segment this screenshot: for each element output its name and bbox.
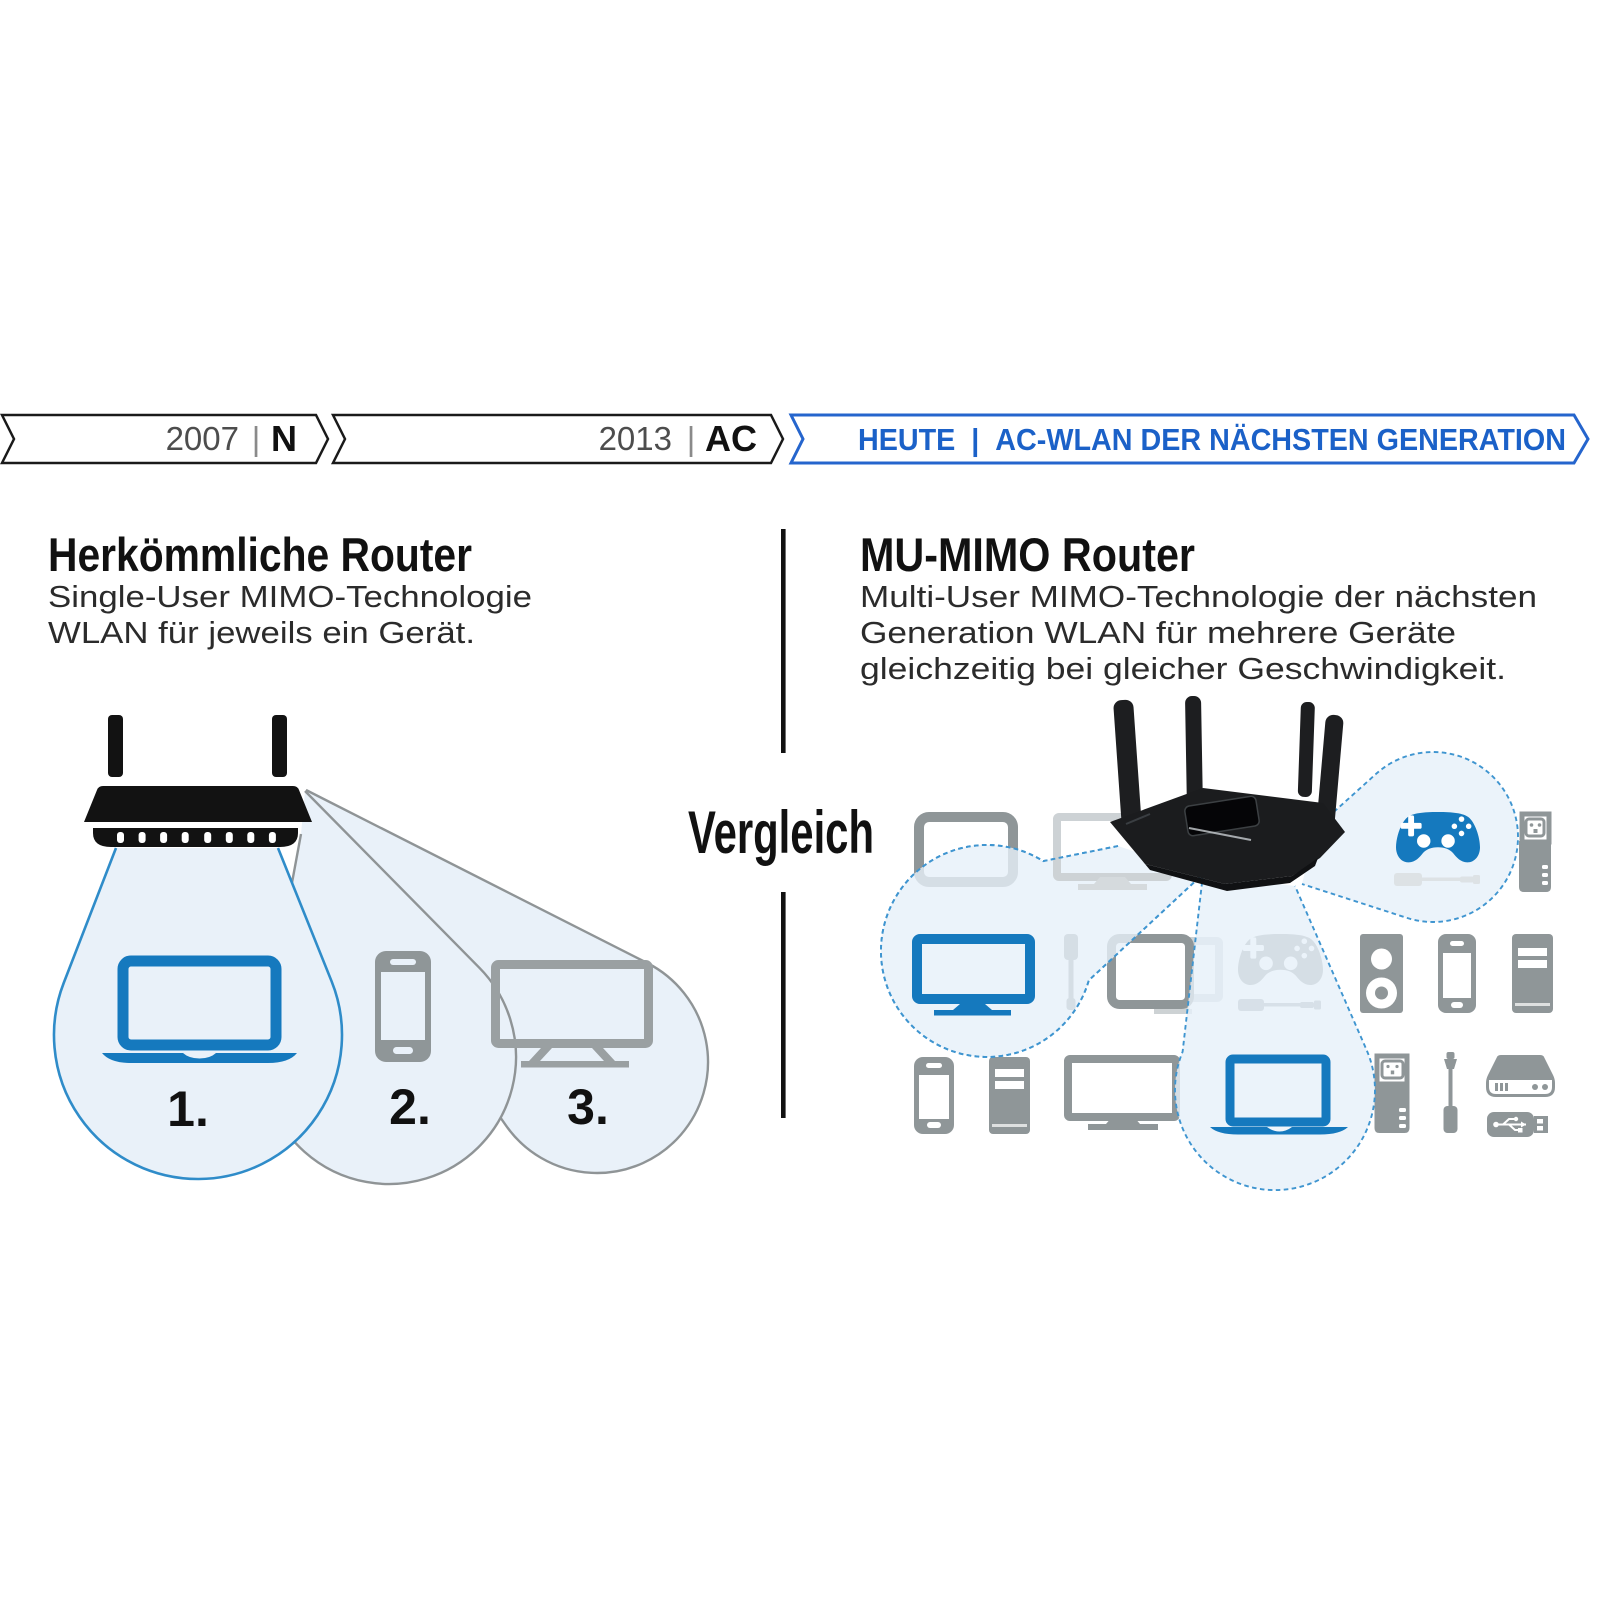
svg-text:2.: 2. [389,1079,431,1135]
svg-text:gleichzeitig bei gleicher Gesc: gleichzeitig bei gleicher Geschwindigkei… [860,651,1506,686]
svg-text:N: N [271,418,297,459]
svg-text:Generation WLAN für mehrere Ge: Generation WLAN für mehrere Geräte [860,615,1456,650]
svg-text:3.: 3. [567,1079,609,1135]
svg-text:Vergleich: Vergleich [688,799,874,866]
svg-text:|: | [252,420,261,457]
svg-text:Single-User MIMO-Technologie: Single-User MIMO-Technologie [48,579,532,614]
svg-text:WLAN für jeweils ein Gerät.: WLAN für jeweils ein Gerät. [48,615,475,650]
svg-text:HEUTE | AC-WLAN DER NÄCHSTEN: HEUTE | AC-WLAN DER NÄCHSTEN GENERATION [858,422,1566,457]
svg-text:2007: 2007 [166,420,239,457]
svg-text:Herkömmliche Router: Herkömmliche Router [48,528,472,581]
svg-text:2013: 2013 [599,420,672,457]
svg-text:|: | [687,420,696,457]
svg-text:AC: AC [705,418,757,459]
svg-text:MU-MIMO Router: MU-MIMO Router [860,528,1195,581]
svg-text:Multi-User MIMO-Technologie de: Multi-User MIMO-Technologie der nächsten [860,579,1537,614]
svg-text:1.: 1. [167,1081,209,1137]
